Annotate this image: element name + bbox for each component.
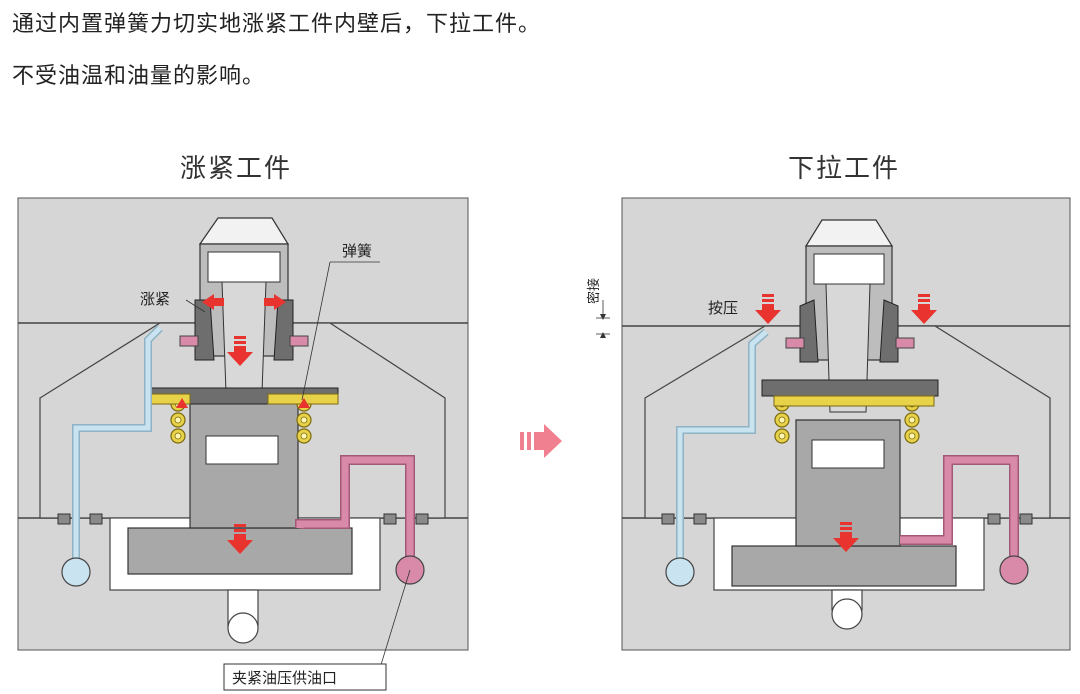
left-label-oil-port: 夹紧油压供油口	[232, 669, 337, 687]
right-diagram: 按压 密接	[586, 197, 1071, 651]
left-arrow-up-spring	[176, 398, 310, 408]
left-arrow-expand	[202, 294, 286, 310]
right-panel-title: 下拉工件	[788, 154, 901, 184]
left-panel-title: 涨紧工件	[180, 154, 293, 184]
transition-arrow	[520, 424, 562, 458]
right-label-contact: 密接	[586, 278, 602, 304]
intro-line-2: 不受油温和油量的影响。	[12, 64, 266, 89]
right-piston	[731, 545, 957, 587]
left-label-spring: 弹簧	[342, 242, 372, 260]
right-label-press: 按压	[708, 299, 738, 317]
left-diagram: 涨紧 弹簧 夹紧油压供油口	[17, 197, 469, 691]
intro-line-1: 通过内置弹簧力切实地涨紧工件内壁后，下拉工件。	[12, 12, 542, 37]
left-label-expand: 涨紧	[140, 290, 170, 308]
